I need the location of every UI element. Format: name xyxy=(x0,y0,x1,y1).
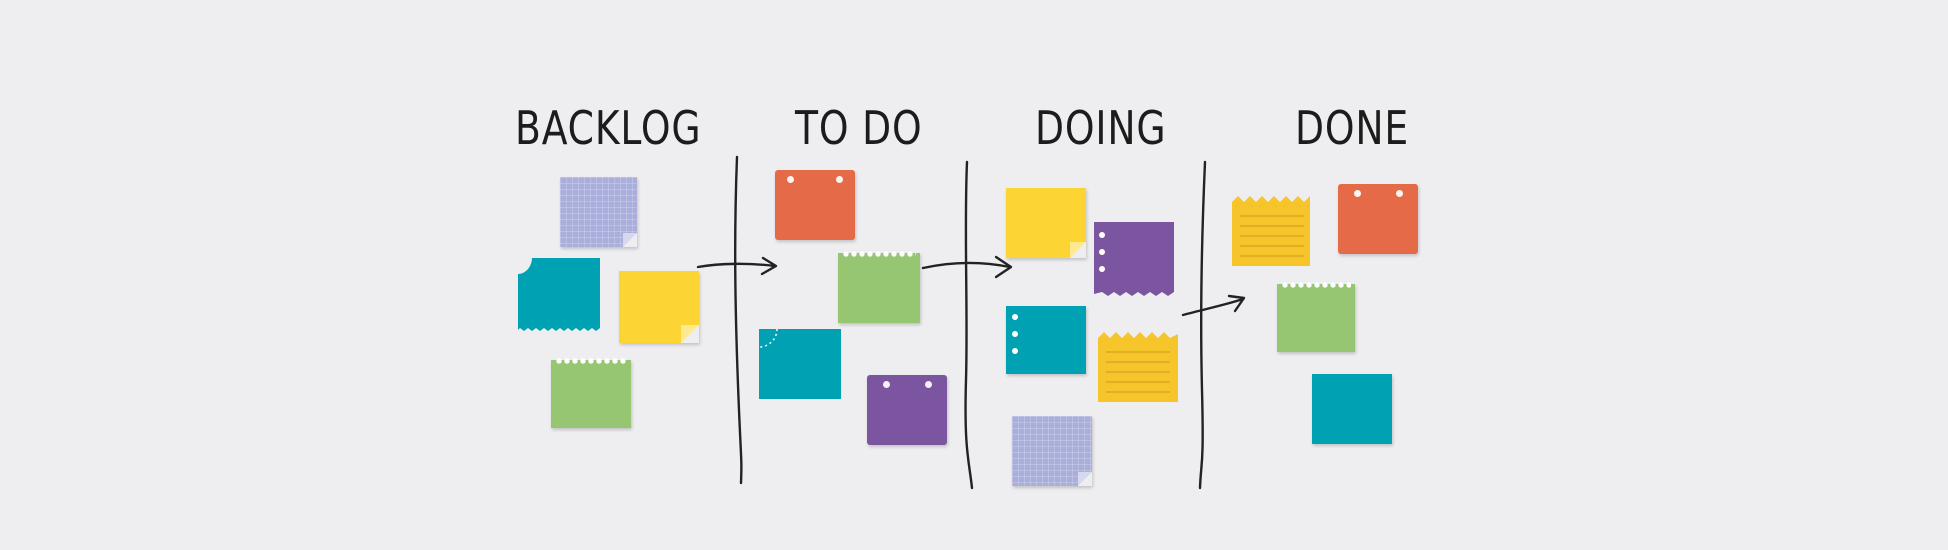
sticky-note[interactable] xyxy=(867,375,947,445)
column-title-doing: DOING xyxy=(1035,101,1167,155)
sticky-note[interactable] xyxy=(1338,184,1418,254)
arrow-right-icon xyxy=(1181,294,1246,317)
sticky-note[interactable] xyxy=(1006,188,1086,258)
column-title-todo: TO DO xyxy=(795,101,923,155)
sticky-note[interactable] xyxy=(551,357,631,428)
sticky-note[interactable] xyxy=(1277,281,1355,352)
arrow-right-icon xyxy=(921,255,1013,279)
column-title-backlog: BACKLOG xyxy=(515,101,702,155)
sticky-note[interactable] xyxy=(1012,416,1092,486)
divider-line xyxy=(964,160,974,490)
sticky-note[interactable] xyxy=(838,250,920,323)
sticky-note[interactable] xyxy=(619,271,699,343)
sticky-note[interactable] xyxy=(1094,222,1176,298)
column-title-done: DONE xyxy=(1295,101,1410,155)
sticky-note[interactable] xyxy=(560,177,637,247)
arrow-right-icon xyxy=(696,256,778,276)
sticky-note[interactable] xyxy=(1098,332,1178,404)
divider-line xyxy=(733,155,743,485)
sticky-note[interactable] xyxy=(1006,306,1086,374)
sticky-note[interactable] xyxy=(758,328,841,401)
divider-line xyxy=(1198,160,1207,490)
sticky-note[interactable] xyxy=(775,170,855,240)
sticky-note[interactable] xyxy=(1232,196,1312,270)
sticky-note[interactable] xyxy=(1312,374,1392,444)
sticky-note[interactable] xyxy=(518,258,600,332)
